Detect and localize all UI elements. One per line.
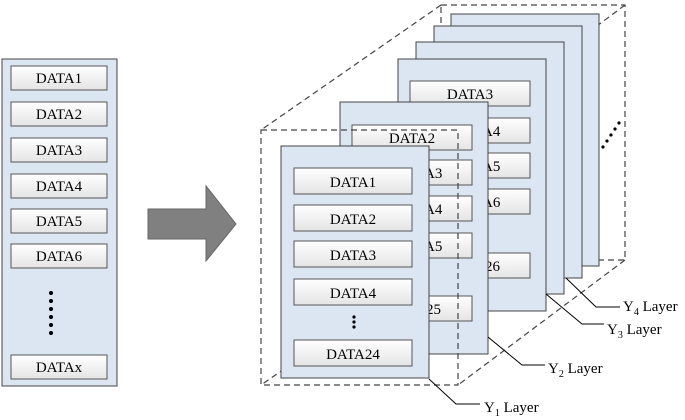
- leader-lines: [428, 277, 620, 405]
- y2-item-top-label: DATA2: [389, 131, 435, 147]
- left-item-1: DATA1: [10, 65, 108, 91]
- y1-item-1-label: DATA1: [330, 175, 376, 191]
- left-item-3-label: DATA3: [36, 143, 82, 159]
- layer-label-y4: Y4 Layer: [623, 299, 678, 318]
- left-item-4: DATA4: [10, 173, 108, 199]
- left-item-2: DATA2: [10, 101, 108, 127]
- left-ellipsis-icon: [49, 291, 53, 335]
- layer-label-y3: Y3 Layer: [607, 322, 662, 341]
- left-column: DATA1 DATA2 DATA3 DATA4 DATA5 DATA6: [1, 58, 118, 387]
- y1-ellipsis-icon: [352, 315, 356, 329]
- leader-y1: [428, 378, 480, 405]
- inner-dashed-cuboid: [260, 129, 459, 386]
- left-item-4-label: DATA4: [36, 179, 83, 195]
- left-item-2-label: DATA2: [36, 107, 82, 123]
- right-arrow-icon: [147, 184, 237, 263]
- y1-item-4-label: DATA4: [330, 286, 377, 302]
- left-item-6-label: DATA6: [36, 249, 83, 265]
- layer-label-y1: Y1 Layer: [484, 400, 539, 419]
- more-layers-ellipsis-icon: [601, 121, 621, 149]
- y2-item-bottom-label: 25: [426, 302, 441, 318]
- y1-item-2: DATA2: [293, 204, 413, 232]
- leader-y3: [545, 293, 604, 325]
- y1-item-4: DATA4: [293, 278, 413, 306]
- layer-y1-panel: DATA1 DATA2 DATA3 DATA4 DATA24: [280, 145, 430, 379]
- left-item-6: DATA6: [10, 243, 108, 269]
- y1-item-last-label: DATA24: [326, 347, 380, 363]
- y1-item-2-label: DATA2: [330, 212, 376, 228]
- left-item-last: DATAx: [10, 354, 108, 380]
- layer-label-y2: Y2 Layer: [548, 361, 603, 380]
- y1-item-3-label: DATA3: [330, 248, 376, 264]
- y3-item-bottom-label: 26: [485, 259, 501, 275]
- y3-item-top-label: DATA3: [447, 87, 493, 103]
- left-item-5-label: DATA5: [36, 214, 82, 230]
- leader-y4: [565, 277, 620, 308]
- left-item-3: DATA3: [10, 137, 108, 163]
- y1-item-last: DATA24: [293, 339, 413, 367]
- leader-y2: [487, 336, 545, 366]
- y1-item-3: DATA3: [293, 240, 413, 268]
- left-item-5: DATA5: [10, 208, 108, 234]
- left-item-last-label: DATAx: [36, 360, 83, 376]
- left-item-1-label: DATA1: [36, 71, 82, 87]
- y1-item-1: DATA1: [293, 167, 413, 195]
